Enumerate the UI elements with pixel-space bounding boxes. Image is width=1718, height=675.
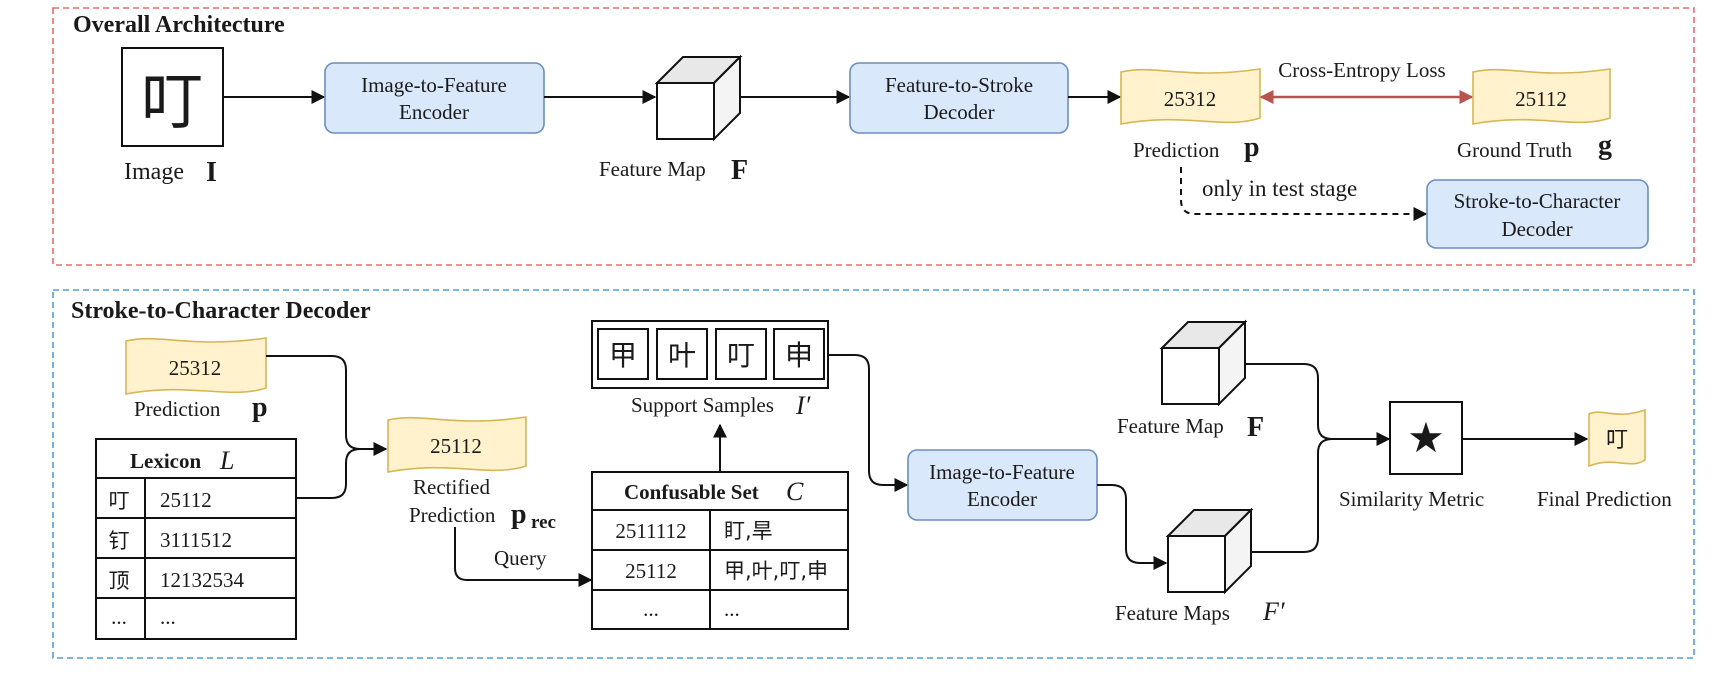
confusable-row-chars: 甲,叶,叮,申 <box>724 559 828 583</box>
star-icon: ★ <box>1407 413 1445 462</box>
confusable-row-code: 2511112 <box>615 519 686 543</box>
s2c-box-label-line1: Stroke-to-Character <box>1454 189 1621 213</box>
encoder-label-line1: Image-to-Feature <box>361 73 507 97</box>
s2c-feature-map-symbol: F <box>1247 412 1264 443</box>
lexicon-row-char: 叮 <box>109 489 130 513</box>
s2c-prediction-symbol: p <box>252 392 268 423</box>
similarity-metric-label: Similarity Metric <box>1339 487 1484 511</box>
s2c-section-title: Stroke-to-Character Decoder <box>71 298 371 324</box>
s2c-box-label-line2: Decoder <box>1501 217 1572 241</box>
lexicon-table <box>95 438 297 640</box>
arrow-lexicon-to-rectified <box>296 448 361 499</box>
decoder-label-line1: Feature-to-Stroke <box>885 73 1033 97</box>
lexicon-header: Lexicon <box>130 449 201 473</box>
final-prediction-label: Final Prediction <box>1537 487 1672 511</box>
image-label: Image <box>124 159 184 185</box>
s2c-prediction-code: 25312 <box>169 356 222 380</box>
ground-truth-code: 25112 <box>1515 87 1567 111</box>
arrow-encoder-to-feature-maps <box>1097 484 1168 570</box>
rectified-code: 25112 <box>430 434 482 458</box>
test-stage-dashed-arrow <box>1180 167 1428 221</box>
lexicon-row-char: 顶 <box>109 569 130 593</box>
confusable-row-code: ... <box>643 597 659 621</box>
support-sample-char: 甲 <box>609 339 637 372</box>
arrow-feature-map-to-similarity <box>1245 363 1391 446</box>
arrow-feature-maps-to-similarity <box>1251 438 1333 553</box>
lexicon-row-char: 钉 <box>109 529 130 553</box>
support-sample-char: 叮 <box>727 339 755 372</box>
ground-truth-label: Ground Truth <box>1457 138 1572 162</box>
rectified-label-line1: Rectified <box>413 475 490 499</box>
prediction-symbol: p <box>1244 132 1260 163</box>
s2c-encoder-label-line2: Encoder <box>967 487 1037 511</box>
stroke-to-character-decoder-box <box>1426 179 1649 249</box>
input-image <box>121 47 224 147</box>
image-symbol: I <box>206 157 217 188</box>
query-label: Query <box>494 546 547 570</box>
decoder-label-line2: Decoder <box>923 100 994 124</box>
lexicon-row-code: 25112 <box>160 488 212 512</box>
encoder-label-line2: Encoder <box>399 100 469 124</box>
ground-truth-tape <box>1472 68 1611 125</box>
rectified-prediction-tape <box>387 416 527 473</box>
feature-maps-symbol: F′ <box>1262 597 1285 626</box>
lexicon-row-code: ... <box>160 605 176 629</box>
final-prediction-char: 叮 <box>1606 428 1628 453</box>
confusable-row-chars: ... <box>724 597 740 621</box>
confusable-row-code: 25112 <box>625 559 677 583</box>
s2c-prediction-label: Prediction <box>134 397 221 421</box>
feature-map-symbol: F <box>731 155 748 186</box>
ground-truth-symbol: g <box>1598 130 1612 161</box>
support-sample-char: 叶 <box>668 339 696 372</box>
lexicon-symbol: L <box>219 446 234 475</box>
support-sample-char: 申 <box>785 339 813 372</box>
confusable-header: Confusable Set <box>624 480 759 504</box>
lexicon-row-code: 3111512 <box>160 528 232 552</box>
feature-maps-cube-icon <box>1165 507 1254 595</box>
prediction-label: Prediction <box>1133 138 1220 162</box>
feature-map-cube-icon <box>654 54 743 142</box>
confusable-set-table <box>591 471 849 630</box>
rectified-symbol: p <box>511 499 527 530</box>
s2c-section-frame <box>52 289 1695 659</box>
support-samples-symbol: I′ <box>795 391 811 420</box>
overall-section-title: Overall Architecture <box>73 12 285 38</box>
support-samples-strip <box>591 320 829 389</box>
s2c-prediction-tape <box>125 337 267 395</box>
rectified-label-line2: Prediction <box>409 503 496 527</box>
confusable-row-chars: 盯,旱 <box>724 519 773 543</box>
confusable-symbol: C <box>786 477 804 506</box>
input-image-glyph: 叮 <box>141 65 203 138</box>
s2c-feature-map-label: Feature Map <box>1117 414 1224 438</box>
support-samples-label: Support Samples <box>631 393 774 417</box>
lexicon-row-char: ... <box>111 605 127 629</box>
final-prediction-tape <box>1588 408 1646 468</box>
prediction-code: 25312 <box>1164 87 1217 111</box>
cross-entropy-loss-label: Cross-Entropy Loss <box>1278 58 1445 82</box>
arrow-support-to-encoder <box>828 354 909 492</box>
prediction-tape <box>1120 68 1261 125</box>
test-stage-label: only in test stage <box>1202 176 1357 201</box>
lexicon-row-code: 12132534 <box>160 568 245 592</box>
similarity-metric-box <box>1389 401 1463 475</box>
query-arrow <box>454 527 593 587</box>
s2c-feature-map-cube-icon <box>1159 319 1248 407</box>
feature-map-label: Feature Map <box>599 157 706 181</box>
rectified-subscript: rec <box>531 512 556 533</box>
arrow-prediction-to-rectified <box>266 355 388 456</box>
overall-section-frame <box>52 7 1695 266</box>
feature-maps-label: Feature Maps <box>1115 601 1230 625</box>
s2c-encoder-label-line1: Image-to-Feature <box>929 460 1075 484</box>
